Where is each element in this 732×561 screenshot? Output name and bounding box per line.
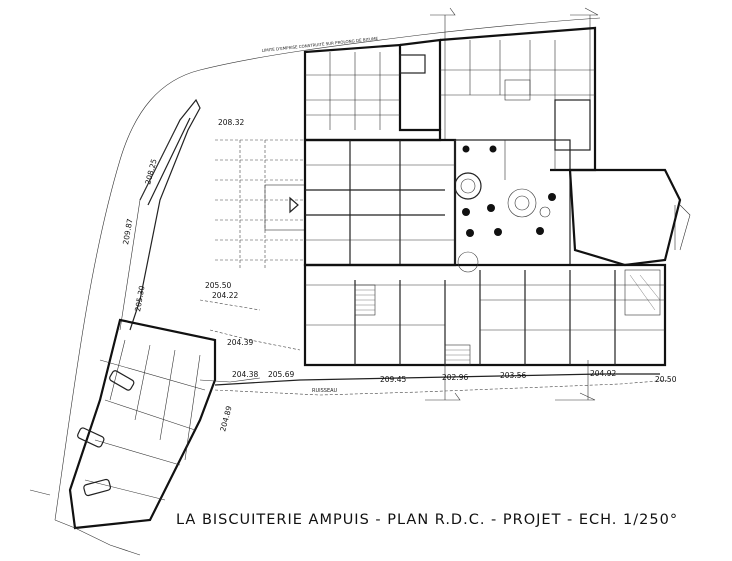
svg-text:204.22: 204.22	[212, 291, 238, 300]
svg-text:202.96: 202.96	[442, 373, 468, 382]
car-1	[109, 370, 135, 391]
courtyard-trees	[454, 145, 556, 273]
svg-text:205.69: 205.69	[268, 370, 294, 379]
drawing-title: LA BISCUITERIE AMPUIS - PLAN R.D.C. - PR…	[176, 512, 679, 528]
parking-area	[54, 299, 301, 556]
site-boundary	[54, 17, 601, 521]
road-label: RUISSEAU	[312, 388, 338, 394]
svg-text:204.38: 204.38	[232, 370, 258, 379]
upper-parking-grid	[215, 139, 306, 300]
svg-text:208.32: 208.32	[218, 118, 244, 127]
road: RUISSEAU	[199, 373, 671, 396]
svg-text:204.89: 204.89	[218, 405, 234, 433]
svg-text:209.87: 209.87	[121, 218, 134, 246]
svg-text:203.56: 203.56	[500, 371, 526, 380]
svg-text:208.25: 208.25	[143, 158, 159, 186]
car-3	[83, 478, 112, 497]
svg-text:209.45: 209.45	[380, 375, 406, 384]
svg-text:204.92: 204.92	[590, 369, 616, 378]
section-markers	[29, 7, 691, 496]
main-building: LIMITE D'EMPRISE CONSTRUITE SUR PROLONG …	[262, 26, 682, 367]
svg-text:20.50: 20.50	[655, 375, 677, 384]
retaining-wall	[119, 98, 201, 331]
car-2	[77, 427, 105, 448]
svg-text:204.39: 204.39	[227, 338, 253, 347]
svg-text:205.50: 205.50	[205, 281, 231, 290]
stair-cores	[354, 79, 661, 366]
svg-text:205.30: 205.30	[133, 285, 146, 313]
